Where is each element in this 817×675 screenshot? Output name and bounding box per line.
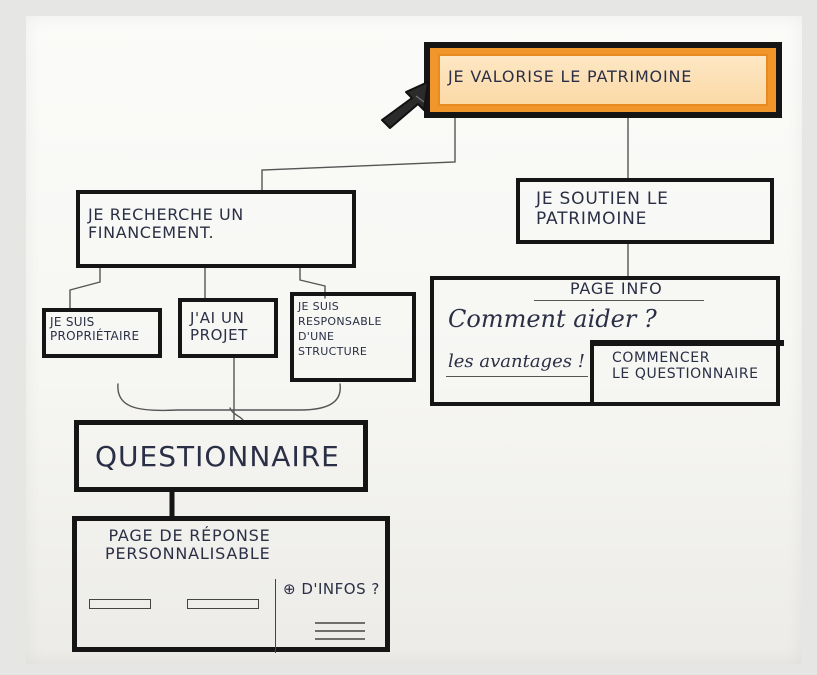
response-page-node[interactable]: PAGE DE RÉPONSE PERSONNALISABLE ⊕ D'INFO…: [72, 516, 390, 653]
placeholder-bar-1: [89, 599, 151, 609]
advantages-underline: [446, 376, 588, 377]
project-label: J'AI UN PROJET: [190, 309, 248, 345]
response-divider: [275, 579, 276, 653]
owner-node[interactable]: JE SUIS PROPRIÉTAIRE: [42, 308, 162, 358]
root-highlight-inner: [438, 54, 768, 106]
search-funding-node[interactable]: JE RECHERCHE UN FINANCEMENT.: [76, 190, 356, 268]
text-lines-icon: [315, 622, 365, 640]
cursor-arrow-icon: [381, 81, 429, 129]
project-node[interactable]: J'AI UN PROJET: [178, 298, 278, 358]
support-label: JE SOUTIEN LE PATRIMOINE: [536, 189, 669, 229]
how-to-help-link[interactable]: Comment aider ?: [448, 305, 657, 333]
page-info-panel: PAGE INFO Comment aider ? les avantages …: [430, 276, 784, 406]
page-info-title: PAGE INFO: [570, 279, 663, 298]
more-info-link[interactable]: ⊕ D'INFOS ?: [283, 580, 380, 598]
responsible-label: JE SUIS RESPONSABLE D'UNE STRUCTURE: [298, 300, 382, 358]
support-node[interactable]: JE SOUTIEN LE PATRIMOINE: [516, 178, 774, 244]
start-questionnaire-button[interactable]: COMMENCER LE QUESTIONNAIRE: [590, 340, 784, 406]
page-info-title-underline: [534, 300, 704, 301]
start-questionnaire-label: COMMENCER LE QUESTIONNAIRE: [612, 350, 759, 383]
search-funding-label: JE RECHERCHE UN FINANCEMENT.: [88, 205, 244, 243]
response-page-title: PAGE DE RÉPONSE PERSONNALISABLE: [105, 526, 271, 564]
owner-label: JE SUIS PROPRIÉTAIRE: [50, 315, 140, 343]
questionnaire-node[interactable]: QUESTIONNAIRE: [74, 420, 368, 492]
advantages-link[interactable]: les avantages !: [448, 351, 585, 372]
responsible-node[interactable]: JE SUIS RESPONSABLE D'UNE STRUCTURE: [290, 292, 416, 382]
root-node[interactable]: JE VALORISE LE PATRIMOINE: [424, 42, 782, 118]
placeholder-bar-2: [187, 599, 259, 609]
root-label: JE VALORISE LE PATRIMOINE: [448, 67, 693, 86]
questionnaire-label: QUESTIONNAIRE: [95, 440, 340, 473]
